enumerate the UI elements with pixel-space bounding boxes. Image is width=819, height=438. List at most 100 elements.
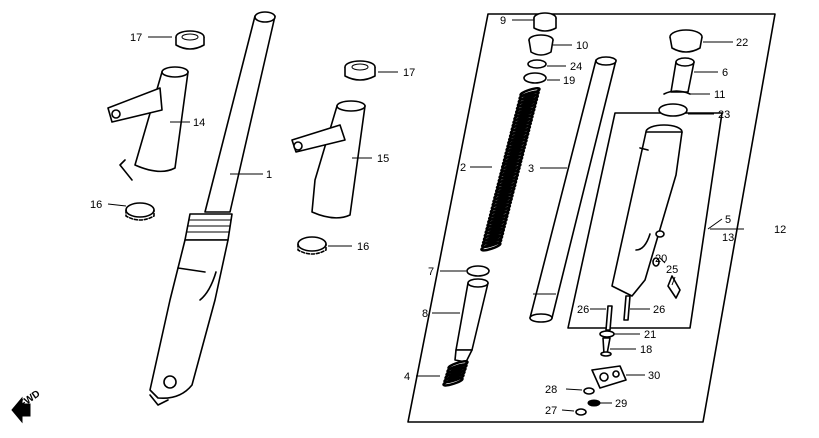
spring-coil (499, 166, 521, 176)
part-nut-27 (575, 408, 587, 416)
part-cap-upper-center (344, 60, 376, 81)
spring-coil (509, 124, 532, 135)
part-holder-30 (591, 365, 627, 389)
callout-23: 23 (718, 109, 730, 121)
spring-coil (494, 186, 516, 197)
callout-19: 19 (563, 75, 575, 87)
part-washer-21 (599, 330, 615, 338)
part-bracket-14 (107, 66, 189, 181)
callout-29: 29 (615, 398, 627, 410)
part-nut-28 (583, 387, 595, 395)
spring-coil (498, 169, 520, 180)
spring-coil (503, 148, 526, 159)
spring-coil (489, 203, 512, 214)
part-nut-16-center (297, 236, 327, 255)
part-bracket-15 (291, 100, 366, 219)
callout-7: 7 (428, 266, 434, 278)
part-clip-11 (663, 90, 691, 95)
spring-coil (507, 135, 529, 146)
spring-coil (517, 93, 540, 104)
callout-16-left: 16 (90, 199, 102, 211)
spring-coil (442, 376, 464, 387)
callout-27: 27 (545, 405, 557, 417)
callout-21: 21 (644, 329, 656, 341)
spring-coil (488, 207, 511, 218)
spring-coil (483, 227, 506, 238)
spring-coil (500, 159, 523, 170)
spring-coil (507, 131, 530, 142)
callout-5: 5 (725, 214, 731, 226)
callout-13: 13 (722, 232, 734, 244)
callout-15: 15 (377, 153, 389, 165)
part-piston-8 (454, 278, 489, 363)
leader-lines (107, 19, 744, 412)
part-seal-23 (658, 103, 688, 117)
fwd-direction-indicator: FWD (11, 388, 42, 424)
part-fork-assembly (149, 11, 276, 406)
part-bolt-25 (667, 275, 681, 299)
spring-coil (445, 366, 467, 377)
spring-coil (504, 145, 526, 156)
spring-coil (481, 234, 504, 245)
part-bushing-6 (670, 57, 695, 93)
callout-26-right: 26 (653, 304, 665, 316)
spring-coil (506, 138, 528, 149)
spring-coil (496, 176, 519, 187)
callout-26-left: 26 (577, 304, 589, 316)
part-washer-19 (523, 72, 547, 84)
part-washer-20 (652, 257, 660, 267)
spring-coil (515, 100, 538, 111)
spring-coil (495, 179, 518, 190)
callout-1: 1 (266, 169, 272, 181)
callout-17-left: 17 (130, 32, 142, 44)
assembly-box-outer (407, 13, 776, 423)
spring-coil (447, 360, 469, 370)
spring-coil (502, 152, 525, 163)
callout-17-center: 17 (403, 67, 415, 79)
callout-labels: 17 14 16 1 17 15 16 9 10 24 19 2 3 7 8 4… (90, 15, 786, 417)
part-spring-2 (480, 87, 541, 252)
part-cap-upper-left (175, 30, 205, 50)
spring-coil (444, 370, 466, 380)
spring-coil (480, 238, 503, 249)
callout-20: 20 (655, 253, 667, 265)
spring-coil (490, 200, 513, 211)
callout-18: 18 (640, 344, 652, 356)
callout-10: 10 (576, 40, 588, 52)
callout-2: 2 (460, 162, 466, 174)
callout-11: 11 (714, 89, 725, 101)
callout-14: 14 (193, 117, 205, 129)
spring-coil (487, 214, 509, 225)
part-slider-13 (611, 124, 683, 297)
spring-coil (487, 210, 510, 221)
callout-16-center: 16 (357, 241, 369, 253)
spring-coil (519, 87, 541, 97)
part-washer-29 (587, 399, 601, 407)
part-nut-16-left (125, 202, 155, 221)
part-small-spring-4 (442, 360, 469, 387)
spring-coil (482, 231, 505, 242)
spring-coil (446, 363, 468, 374)
part-ring-7 (466, 265, 490, 277)
spring-coil (485, 221, 507, 231)
callout-30: 30 (648, 370, 660, 382)
callout-28: 28 (545, 384, 557, 396)
callout-8-piston: 8 (422, 308, 428, 320)
spring-coil (512, 114, 534, 125)
callout-4: 4 (404, 371, 410, 383)
spring-coil (508, 128, 531, 139)
part-9-10-cap (528, 12, 557, 56)
spring-coil (494, 183, 517, 194)
spring-coil (500, 162, 522, 173)
spring-coil (514, 104, 537, 115)
spring-coil (493, 190, 515, 200)
callout-3: 3 (528, 163, 534, 175)
spring-coil (491, 196, 513, 207)
spring-coil (511, 117, 533, 128)
part-pin-26b (623, 295, 631, 321)
spring-coil (480, 241, 502, 252)
callout-24: 24 (570, 61, 582, 73)
spring-coil (501, 155, 524, 166)
callout-25: 25 (666, 264, 678, 276)
